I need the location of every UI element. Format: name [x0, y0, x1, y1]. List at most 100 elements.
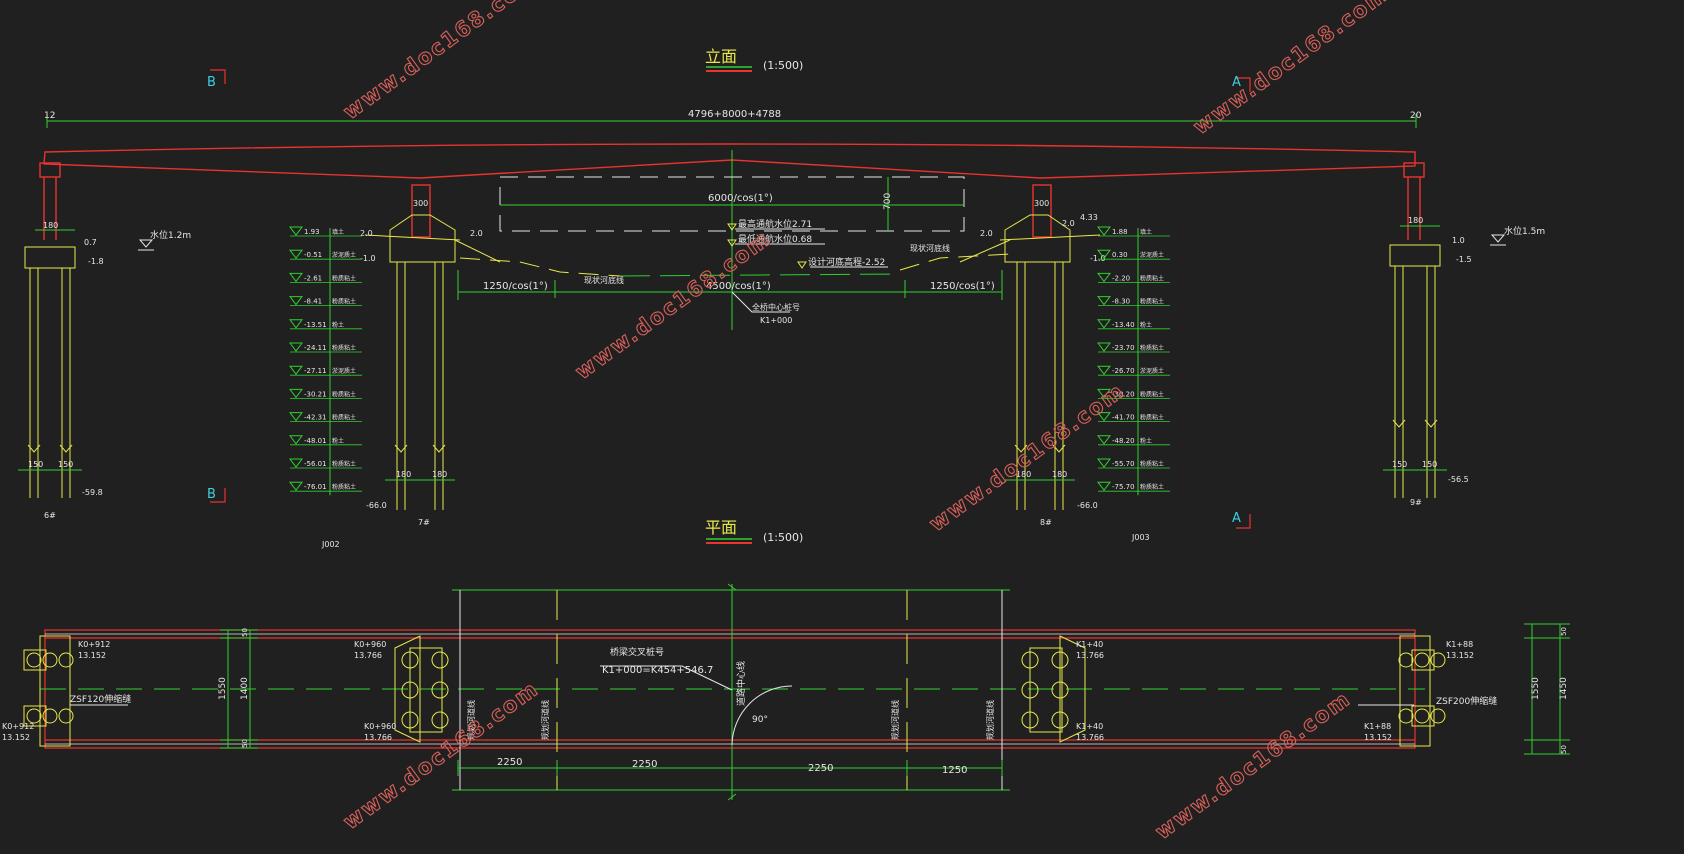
borehole-soil-label: 粉质粘土 [1140, 483, 1164, 491]
borehole-level-marker [289, 319, 303, 329]
elevation-title: 立面 [705, 47, 737, 66]
borehole-soil-label: 淤泥质土 [1140, 367, 1164, 375]
station-f: K1+40 [1076, 722, 1103, 731]
right-end-number: 20 [1410, 111, 1422, 121]
borehole-soil-label: 填土 [1140, 228, 1152, 236]
borehole-soil-label: 粉土 [332, 321, 344, 329]
borehole-level-label: -13.40 [1112, 321, 1135, 329]
elevation-scale: (1:500) [763, 59, 803, 72]
pier-right-cap3: -1.0 [1090, 254, 1106, 263]
borehole-level-marker [289, 481, 303, 492]
width-right-small-2: 50 [1560, 745, 1568, 754]
borehole-soil-label: 粉质粘土 [332, 274, 356, 282]
station-g: K0+912 [2, 722, 34, 731]
watermark-6: www.doc168.com [1151, 686, 1355, 844]
borehole-soil-label: 粉土 [1140, 321, 1152, 329]
borehole-level-marker [1097, 388, 1111, 399]
section-mark-b-bottom: B [207, 487, 216, 502]
borehole-level-label: -48.20 [1112, 437, 1135, 445]
abutment-right-dims [1383, 225, 1447, 471]
borehole-level-marker [1097, 272, 1111, 283]
width-left-small-1: 50 [241, 628, 249, 637]
plan-title-group: 平面 (1:500) [705, 518, 803, 544]
water-left: 水位1.2m [150, 229, 191, 241]
borehole-level-label: -30.20 [1112, 390, 1135, 398]
abut-right-pile2: 150 [1422, 460, 1437, 469]
borehole-soil-label: 粉质粘土 [332, 483, 356, 491]
riverbed [454, 239, 1011, 277]
pier-right [999, 214, 1101, 510]
cross-title: 桥梁交叉桩号 [610, 646, 664, 658]
borehole-level-label: -13.51 [304, 321, 327, 329]
borehole-level-marker [1097, 226, 1111, 236]
angle-label: 90° [752, 715, 768, 725]
pier-num-7: 7# [418, 518, 430, 527]
plan-dims-bottom [457, 760, 1003, 776]
borehole-soil-label: 淤泥质土 [332, 251, 356, 259]
abut-left-pile2: 150 [58, 460, 73, 469]
borehole-soil-label: 粉土 [1140, 437, 1152, 445]
pier-left-pile1: 180 [396, 470, 411, 479]
channel-note-1: 规划河道线 [466, 700, 476, 740]
section-mark-a-bottom: A [1232, 511, 1241, 526]
borehole-level-marker [1097, 435, 1111, 445]
channel-note-2: 规划河道线 [540, 700, 550, 740]
side-span-right: 1250/cos(1°) [930, 281, 995, 292]
borehole-level-label: 1.88 [1112, 228, 1128, 236]
borehole-soil-label: 粉质粘土 [1140, 390, 1164, 398]
borehole-left-name: J002 [321, 540, 340, 549]
center-station: K1+000 [760, 316, 792, 325]
width-left-inner: 1400 [240, 677, 250, 700]
borehole-level-marker [1097, 458, 1111, 468]
borehole-soil-label: 粉质粘土 [1140, 274, 1164, 282]
borehole-level-label: -48.01 [304, 437, 327, 445]
borehole-level-marker [289, 458, 303, 468]
plan-dims-left [220, 629, 258, 749]
joint-right: ZSF200伸缩缝 [1436, 695, 1497, 707]
borehole-soil-label: 粉质粘土 [332, 390, 356, 398]
borehole-level-label: 1.93 [304, 228, 320, 236]
abut-left-bottom: -59.8 [82, 488, 103, 497]
borehole-level-label: -55.70 [1112, 460, 1135, 468]
pier-right-cap1: 2.0 [980, 229, 993, 238]
watermark-2: www.doc168.com [1189, 0, 1393, 139]
joint-left: ZSF120伸缩缝 [70, 693, 131, 705]
borehole-level-label: -8.41 [304, 298, 322, 306]
borehole-level-marker [289, 342, 303, 352]
borehole-soil-label: 粉质粘土 [1140, 298, 1164, 306]
plan-scale: (1:500) [763, 531, 803, 544]
navigation-box: 6000/cos(1°) 700 [499, 176, 965, 232]
side-span-left: 1250/cos(1°) [483, 281, 548, 292]
note-riverbed-right: 现状河底线 [910, 243, 950, 253]
borehole-level-label: -56.01 [304, 460, 327, 468]
borehole-soil-label: 淤泥质土 [1140, 251, 1164, 259]
section-mark-a-top: A [1232, 75, 1241, 90]
plan-view: 规划河道线 规划河道线 规划河道线 规划河道线 道路中心线 90° 桥梁交叉桩号… [2, 583, 1570, 801]
level-e: 13.766 [364, 733, 392, 742]
pier-right-top-level: 4.33 [1080, 213, 1098, 222]
level-c: 13.766 [1076, 651, 1104, 660]
abutment-left-dims [18, 229, 82, 471]
plan-dim-1: 2250 [497, 757, 522, 768]
plan-dim-2: 2250 [632, 759, 657, 770]
pier-left-cap1: 2.0 [360, 229, 373, 238]
pier-right-pile1: 180 [1016, 470, 1031, 479]
channel-note-3: 规划河道线 [890, 700, 900, 740]
pier-right-width: 300 [1034, 199, 1049, 208]
pier-left-bottom: -66.0 [366, 501, 387, 510]
pier-right-bottom: -66.0 [1077, 501, 1098, 510]
left-end-number: 12 [44, 111, 55, 121]
borehole-soil-label: 粉质粘土 [332, 344, 356, 352]
watermark-4: www.doc168.com [925, 378, 1129, 536]
note-riverbed-left: 现状河底线 [584, 275, 624, 285]
borehole-soil-label: 粉质粘土 [1140, 460, 1164, 468]
center-station-leader [731, 291, 790, 313]
water-left-icon [138, 239, 154, 251]
borehole-level-label: -76.01 [304, 483, 327, 491]
width-right-small-1: 50 [1560, 627, 1568, 636]
width-left-total: 1550 [218, 677, 228, 700]
level-h: 13.152 [1364, 733, 1392, 742]
main-span-label: 6000/cos(1°) [708, 193, 773, 204]
station-a: K0+912 [78, 640, 110, 649]
